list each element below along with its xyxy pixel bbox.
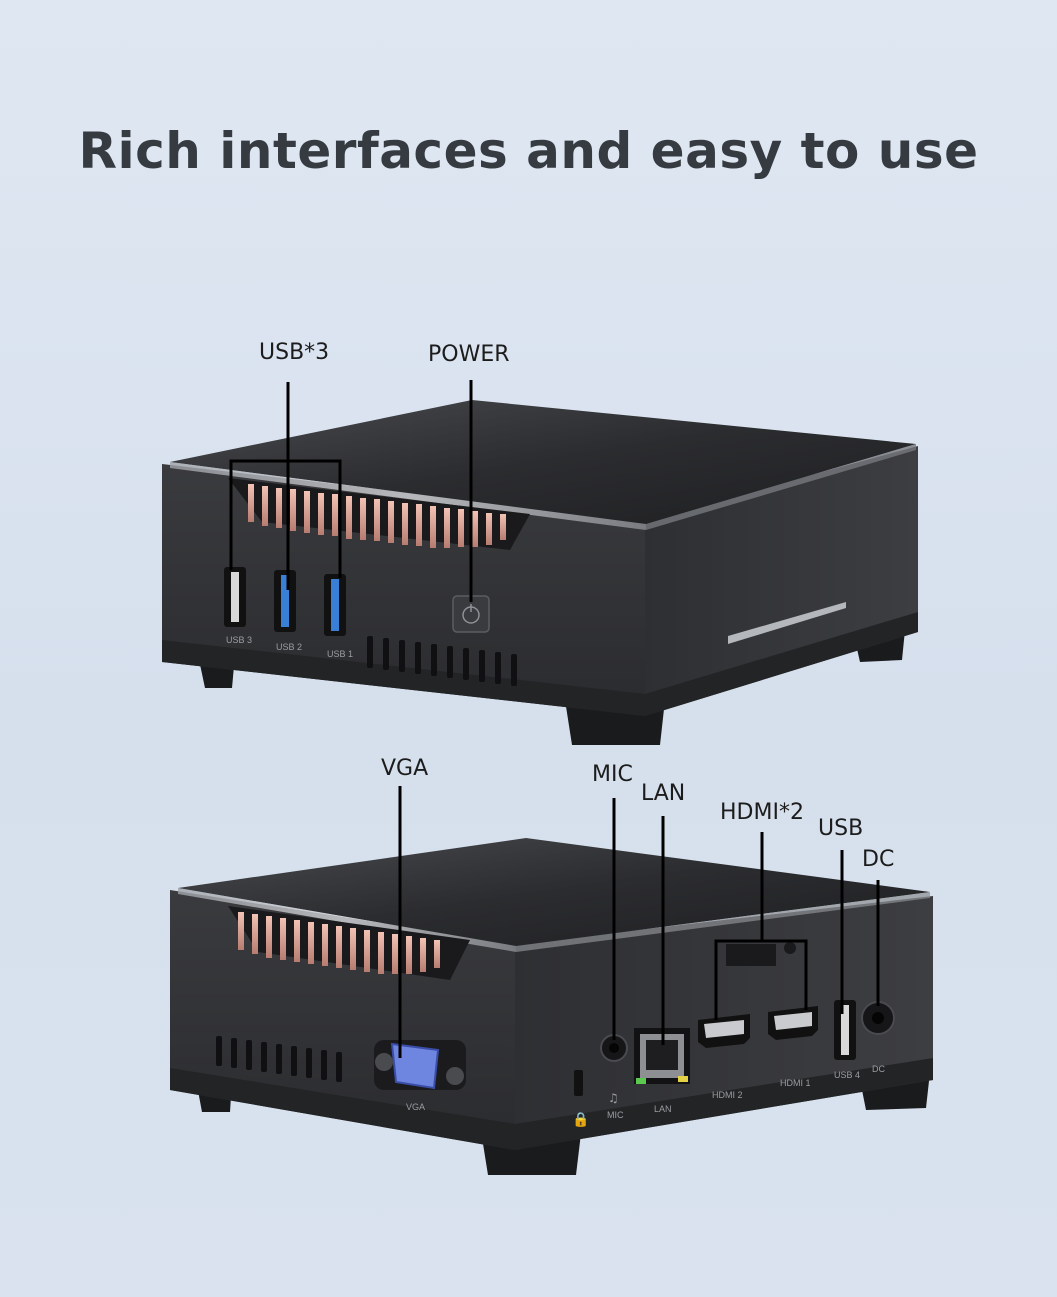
front-vent-slots <box>367 636 517 686</box>
front-usb2-port <box>274 570 296 632</box>
usb-callout-label: USB <box>818 816 864 841</box>
rear-unit: VGA 🔒 ♫ MIC LAN HDMI 2 <box>170 786 933 1175</box>
lock-icon: 🔒 <box>572 1112 589 1128</box>
rear-port-label-mic: MIC <box>607 1110 624 1120</box>
headline: Rich interfaces and easy to use <box>78 122 979 180</box>
rear-vent-slots <box>216 1036 342 1082</box>
mic-jack <box>600 1034 628 1062</box>
front-port-label-usb3: USB 3 <box>226 635 252 645</box>
hdmi1-port <box>768 1006 818 1040</box>
usb4-port <box>834 1000 856 1060</box>
headphone-icon: ♫ <box>608 1091 619 1105</box>
lan-port <box>634 1028 690 1084</box>
front-port-label-usb1: USB 1 <box>327 649 353 659</box>
rear-leader-lines <box>398 786 880 1058</box>
rear-port-label-hdmi2: HDMI 2 <box>712 1090 743 1100</box>
front-heatsink-fins <box>248 484 506 548</box>
front-port-label-usb2: USB 2 <box>276 642 302 652</box>
front-leader-lines <box>229 380 473 602</box>
mic-callout-label: MIC <box>592 762 633 787</box>
lan-callout-label: LAN <box>641 781 686 806</box>
rear-heatsink-fins <box>238 912 440 974</box>
front-usb1-port <box>324 574 346 636</box>
dc-callout-label: DC <box>862 847 895 872</box>
vga-port <box>374 1040 466 1090</box>
rear-port-label-vga: VGA <box>406 1102 425 1112</box>
front-unit: USB 3 USB 2 USB 1 <box>162 380 918 745</box>
dc-jack <box>861 1001 895 1035</box>
lock-slot <box>574 1070 583 1096</box>
rear-port-label-lan: LAN <box>654 1104 672 1114</box>
rear-port-label-dc: DC <box>872 1064 885 1074</box>
hdmi2-port <box>698 1014 750 1048</box>
power-callout-label: POWER <box>428 342 510 367</box>
rear-port-label-hdmi1: HDMI 1 <box>780 1078 811 1088</box>
usb3-callout-label: USB*3 <box>259 340 330 365</box>
hdmi-callout-label: HDMI*2 <box>720 800 804 825</box>
reset-switch <box>726 944 776 966</box>
vga-callout-label: VGA <box>381 756 429 781</box>
front-usb3-port <box>224 567 246 627</box>
status-led <box>784 942 796 954</box>
rear-port-label-usb4: USB 4 <box>834 1070 860 1080</box>
